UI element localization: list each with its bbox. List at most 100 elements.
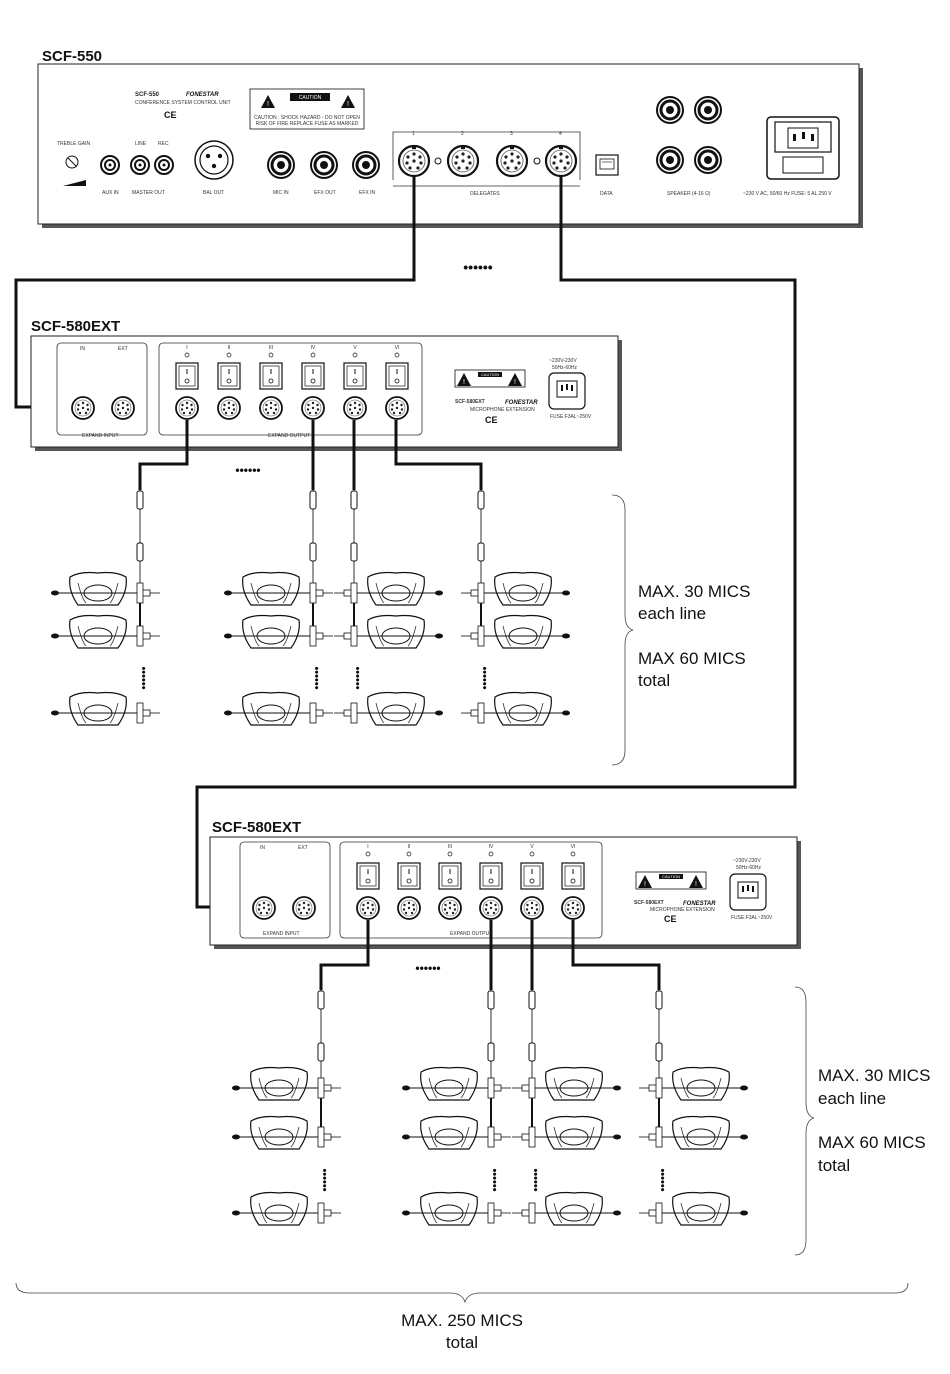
extension_top-channel-switch-3[interactable] bbox=[259, 362, 283, 390]
extension_bottom-channel-led-5 bbox=[529, 851, 535, 857]
extension_bottom-channel-switch-5[interactable] bbox=[520, 862, 544, 890]
speaker-jack-2[interactable] bbox=[693, 95, 723, 125]
main-unit-subtitle: CONFERENCE SYSTEM CONTROL UNIT bbox=[135, 100, 231, 106]
master-out-line-jack[interactable] bbox=[130, 155, 150, 175]
ext2-input-ext-connector[interactable] bbox=[292, 896, 316, 920]
ext1-line-1-mic-1[interactable] bbox=[50, 571, 161, 606]
speaker-jack-4[interactable] bbox=[693, 145, 723, 175]
ext2-line-2-mic-2[interactable] bbox=[401, 1115, 512, 1150]
extension_bottom-channel-switch-4[interactable] bbox=[479, 862, 503, 890]
ext1-line-3-mic-2[interactable] bbox=[333, 614, 444, 649]
ext2-line-3-mic-1[interactable] bbox=[511, 1066, 622, 1101]
ext1-line-4-mic-2[interactable] bbox=[460, 614, 571, 649]
ext1-line-2-mic-1[interactable] bbox=[223, 571, 334, 606]
extension_top-channel-switch-4[interactable] bbox=[301, 362, 325, 390]
bal-out-xlr-connector[interactable] bbox=[194, 140, 234, 180]
ext2-line-3-mic-2[interactable] bbox=[511, 1115, 622, 1150]
data-port[interactable] bbox=[595, 154, 619, 176]
ext2-power-socket[interactable] bbox=[729, 873, 767, 911]
extension_top-output-connector-2[interactable] bbox=[217, 396, 241, 420]
extension_top-output-connector-6[interactable] bbox=[385, 396, 409, 420]
extension_bottom-channel-led-4 bbox=[488, 851, 494, 857]
speaker-jack-3[interactable] bbox=[655, 145, 685, 175]
extension_top-channel-switch-1[interactable] bbox=[175, 362, 199, 390]
ext1-line-1-tee-1 bbox=[136, 582, 144, 604]
aux-in-jack[interactable] bbox=[100, 155, 120, 175]
ext1-line-3-mic-3[interactable] bbox=[333, 691, 444, 726]
ext1-fuse: FUSE:F3AL~250V bbox=[550, 414, 592, 420]
efx-in-jack[interactable] bbox=[351, 150, 381, 180]
mic-in-jack[interactable] bbox=[266, 150, 296, 180]
ext2-line-1-ellipsis: •••••• bbox=[318, 1168, 330, 1191]
delegate-4-connector[interactable] bbox=[544, 144, 578, 178]
ext1-line-1-mic-3[interactable] bbox=[50, 691, 161, 726]
extension_bottom-output-connector-3[interactable] bbox=[438, 896, 462, 920]
extension_bottom-output-connector-1[interactable] bbox=[356, 896, 380, 920]
extension_top-output-connector-5[interactable] bbox=[343, 396, 367, 420]
extension_top-output-connector-4[interactable] bbox=[301, 396, 325, 420]
master-out-rec-jack[interactable] bbox=[154, 155, 174, 175]
ext2-line-2-plug-a bbox=[487, 990, 495, 1010]
ext1-line-2-tee-3 bbox=[309, 702, 317, 724]
ext1-line-2-mic-3[interactable] bbox=[223, 691, 334, 726]
efx-out-jack[interactable] bbox=[309, 150, 339, 180]
extension_bottom-channel-switch-1[interactable] bbox=[356, 862, 380, 890]
ext2-line-2-mic-3[interactable] bbox=[401, 1191, 512, 1226]
ext1-line-4-mic-3[interactable] bbox=[460, 691, 571, 726]
ext1-line-1-mic-2[interactable] bbox=[50, 614, 161, 649]
ext2-line-4-mic-1[interactable] bbox=[638, 1066, 749, 1101]
ext1-panel bbox=[30, 335, 622, 451]
ext2-line-2-mic-1[interactable] bbox=[401, 1066, 512, 1101]
ext2-line-1-mic-1[interactable] bbox=[231, 1066, 342, 1101]
extension_bottom-channel-switch-2[interactable] bbox=[397, 862, 421, 890]
extension_top-output-connector-3[interactable] bbox=[259, 396, 283, 420]
main-unit-title: SCF-550 bbox=[42, 48, 102, 65]
ext2-line-4-mic-2[interactable] bbox=[638, 1115, 749, 1150]
ext1-input-in-connector[interactable] bbox=[71, 396, 95, 420]
delegate-3-led bbox=[533, 157, 541, 165]
ext1-input-ext-connector[interactable] bbox=[111, 396, 135, 420]
delegate-3-connector[interactable] bbox=[495, 144, 529, 178]
ext2-panel bbox=[209, 836, 801, 949]
extension_bottom-channel-label-1: I bbox=[367, 844, 368, 850]
extension_top-channel-led-6 bbox=[394, 352, 400, 358]
extension_bottom-channel-switch-6[interactable] bbox=[561, 862, 585, 890]
treble-gain-knob[interactable] bbox=[63, 155, 86, 186]
ext2-line-1-mic-2[interactable] bbox=[231, 1115, 342, 1150]
ext2-line-4-plug-a bbox=[655, 990, 663, 1010]
extension_top-output-connector-1[interactable] bbox=[175, 396, 199, 420]
extension_top-channel-switch-2[interactable] bbox=[217, 362, 241, 390]
main-caution-title: CAUTION bbox=[299, 95, 322, 101]
extension_bottom-output-connector-4[interactable] bbox=[479, 896, 503, 920]
ext1-frequency: 50Hz-60Hz bbox=[552, 365, 578, 371]
extension_bottom-channel-label-5: V bbox=[530, 844, 534, 850]
ext1-line-4-mic-1[interactable] bbox=[460, 571, 571, 606]
ext2-input-in-connector[interactable] bbox=[252, 896, 276, 920]
ext1-line-4-tee-2 bbox=[477, 625, 485, 647]
extension_bottom-channel-led-6 bbox=[570, 851, 576, 857]
speaker-jack-1[interactable] bbox=[655, 95, 685, 125]
extension_bottom-output-connector-2[interactable] bbox=[397, 896, 421, 920]
extension_top-channel-switch-5[interactable] bbox=[343, 362, 367, 390]
ext2-line-3-mic-3[interactable] bbox=[511, 1191, 622, 1226]
ext1-power-socket[interactable] bbox=[548, 372, 586, 410]
extension_bottom-output-connector-6[interactable] bbox=[561, 896, 585, 920]
extension_bottom-channel-switch-3[interactable] bbox=[438, 862, 462, 890]
ext2-line-3-tee-1 bbox=[528, 1077, 536, 1099]
delegate-number-3: 3 bbox=[510, 131, 513, 137]
delegate-1-connector[interactable] bbox=[397, 144, 431, 178]
ext1-line-3-ellipsis: •••••• bbox=[351, 666, 363, 689]
extension_top-channel-switch-6[interactable] bbox=[385, 362, 409, 390]
extension_top-channel-label-2: II bbox=[228, 345, 231, 351]
extension_bottom-output-connector-5[interactable] bbox=[520, 896, 544, 920]
ext1-line-2-mic-2[interactable] bbox=[223, 614, 334, 649]
ext1-line-4-plug-a bbox=[477, 490, 485, 510]
ext2-line-4-mic-3[interactable] bbox=[638, 1191, 749, 1226]
delegate-2-connector[interactable] bbox=[446, 144, 480, 178]
ext2-line-1-tee-1 bbox=[317, 1077, 325, 1099]
main-power-socket[interactable] bbox=[766, 116, 840, 180]
extension_top-channel-led-4 bbox=[310, 352, 316, 358]
ext1-line-3-mic-1[interactable] bbox=[333, 571, 444, 606]
ext1-voltage: ~230V-230V bbox=[549, 358, 577, 364]
ext2-line-1-mic-3[interactable] bbox=[231, 1191, 342, 1226]
